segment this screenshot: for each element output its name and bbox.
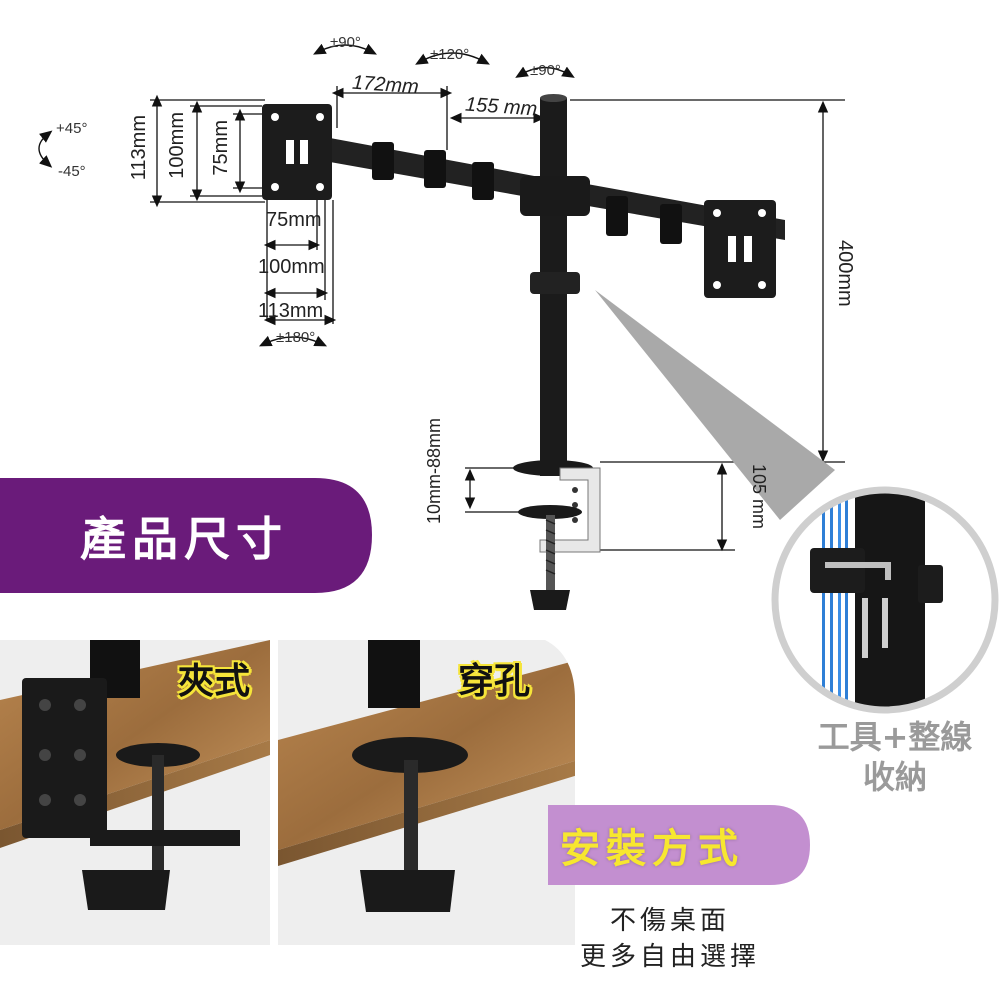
install-method-label: 安裝方式 [560, 826, 744, 872]
grommet-photo [278, 640, 575, 945]
clamp-photo [0, 640, 270, 945]
note-line1: 不傷桌面 [609, 906, 730, 936]
rotation-arrows [38, 43, 575, 347]
install-method-banner-bg [548, 805, 810, 885]
swivel-left-angle: ±90° [330, 34, 361, 51]
h-75-dim: 75mm [266, 209, 322, 231]
note-line2: 更多自由選擇 [579, 942, 760, 972]
zoom-circle [771, 486, 999, 714]
vesa-100-dim: 100mm [166, 112, 188, 179]
vesa-75-dim: 75mm [210, 120, 232, 176]
clamp-tag: 夾式 [178, 661, 251, 702]
tool-label-line2: 收納 [862, 758, 927, 796]
swivel-right-angle: ±90° [530, 62, 561, 79]
monitor-arm [262, 94, 785, 610]
product-size-label: 產品尺寸 [80, 512, 288, 566]
swivel-center-angle: ±120° [430, 46, 470, 63]
rotate-angle: ±180° [276, 329, 316, 346]
tilt-down-angle: -45° [58, 163, 86, 180]
pole-height-dim: 400mm [834, 240, 856, 307]
clamp-height-dim: 105 mm [749, 464, 769, 530]
grommet-tag: 穿孔 [458, 661, 531, 702]
h-100-dim: 100mm [258, 256, 325, 278]
product-size-banner-bg [0, 478, 372, 593]
tool-label-line1: 工具+整線 [817, 718, 973, 756]
tilt-up-angle: +45° [56, 120, 88, 137]
arm-right-dim: 155 mm [464, 93, 538, 121]
vesa-113-dim: 113mm [128, 115, 150, 181]
product-size-banner: 產品尺寸 [80, 488, 288, 584]
h-113-dim: 113mm [258, 300, 324, 322]
install-method-banner: 安裝方式 [560, 805, 744, 885]
arm-left-dim: 172mm [351, 71, 420, 99]
desk-range-dim: 10mm-88mm [424, 418, 444, 525]
zoom-wedge [595, 290, 835, 520]
